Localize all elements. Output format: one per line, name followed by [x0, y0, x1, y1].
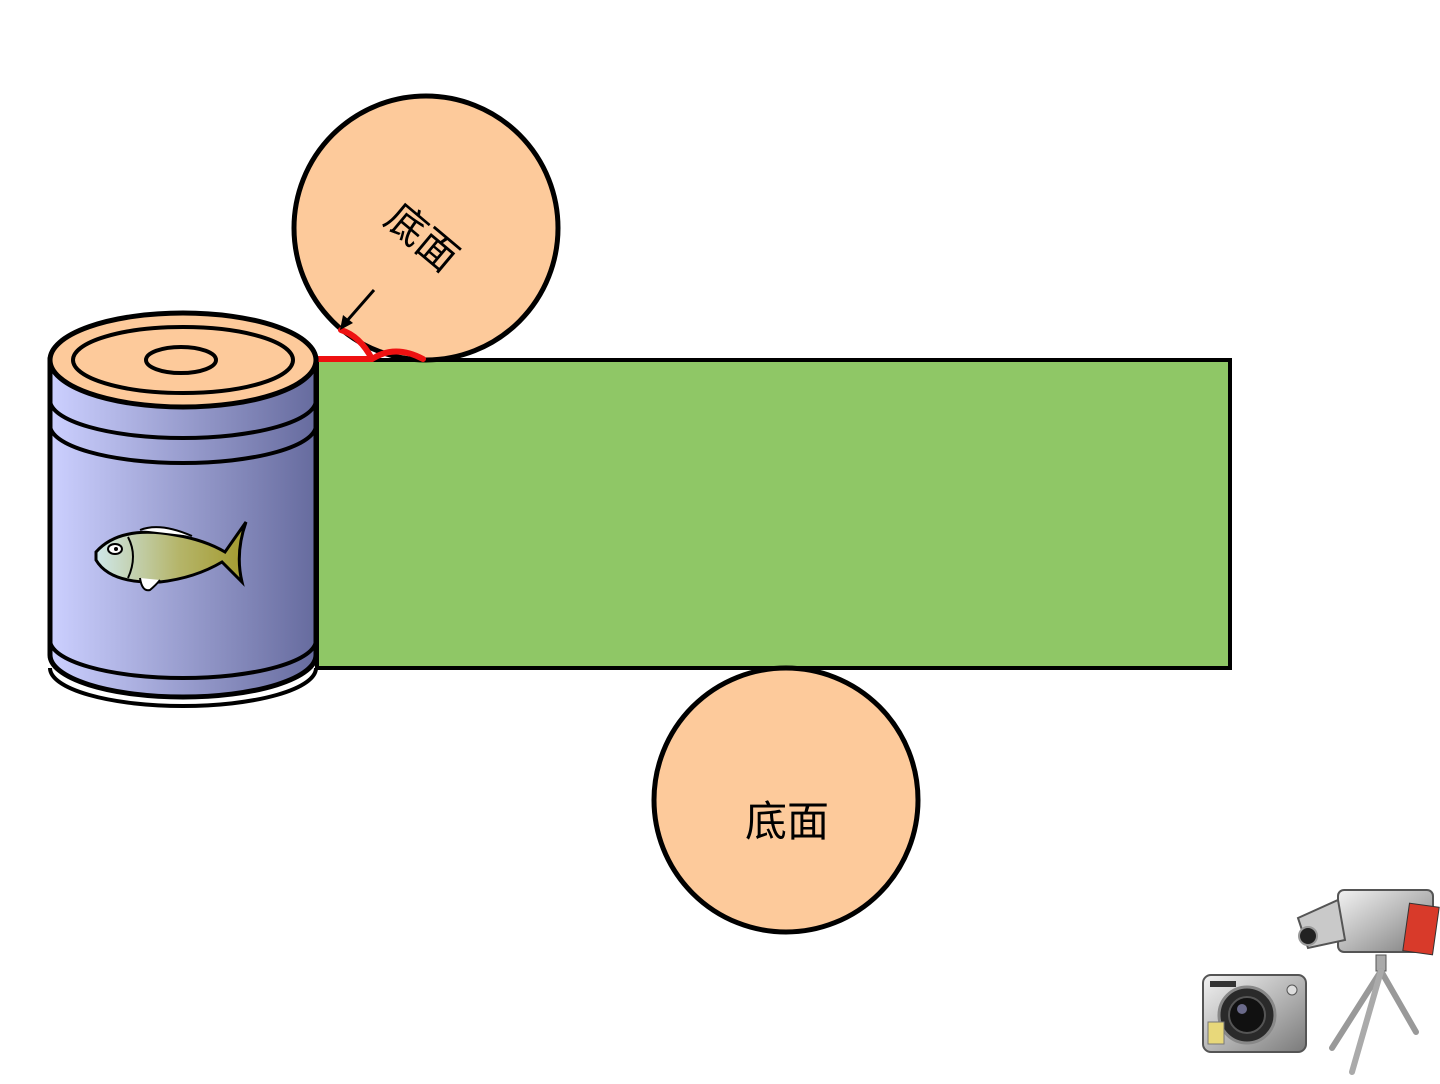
fish-icon — [94, 521, 248, 592]
bottom-base-circle — [651, 665, 921, 935]
highlighted-arc — [338, 327, 375, 362]
camcorder-on-tripod-icon — [1296, 889, 1440, 1075]
lateral-surface-rectangle — [315, 358, 1232, 670]
bottom-base-label: 底面 — [745, 797, 829, 846]
pointer-arrow-head — [340, 315, 353, 330]
digital-camera-icon — [1202, 974, 1307, 1053]
fish-can-icon — [47, 310, 319, 708]
pointer-arrow — [344, 289, 376, 323]
top-base-circle — [291, 93, 561, 363]
